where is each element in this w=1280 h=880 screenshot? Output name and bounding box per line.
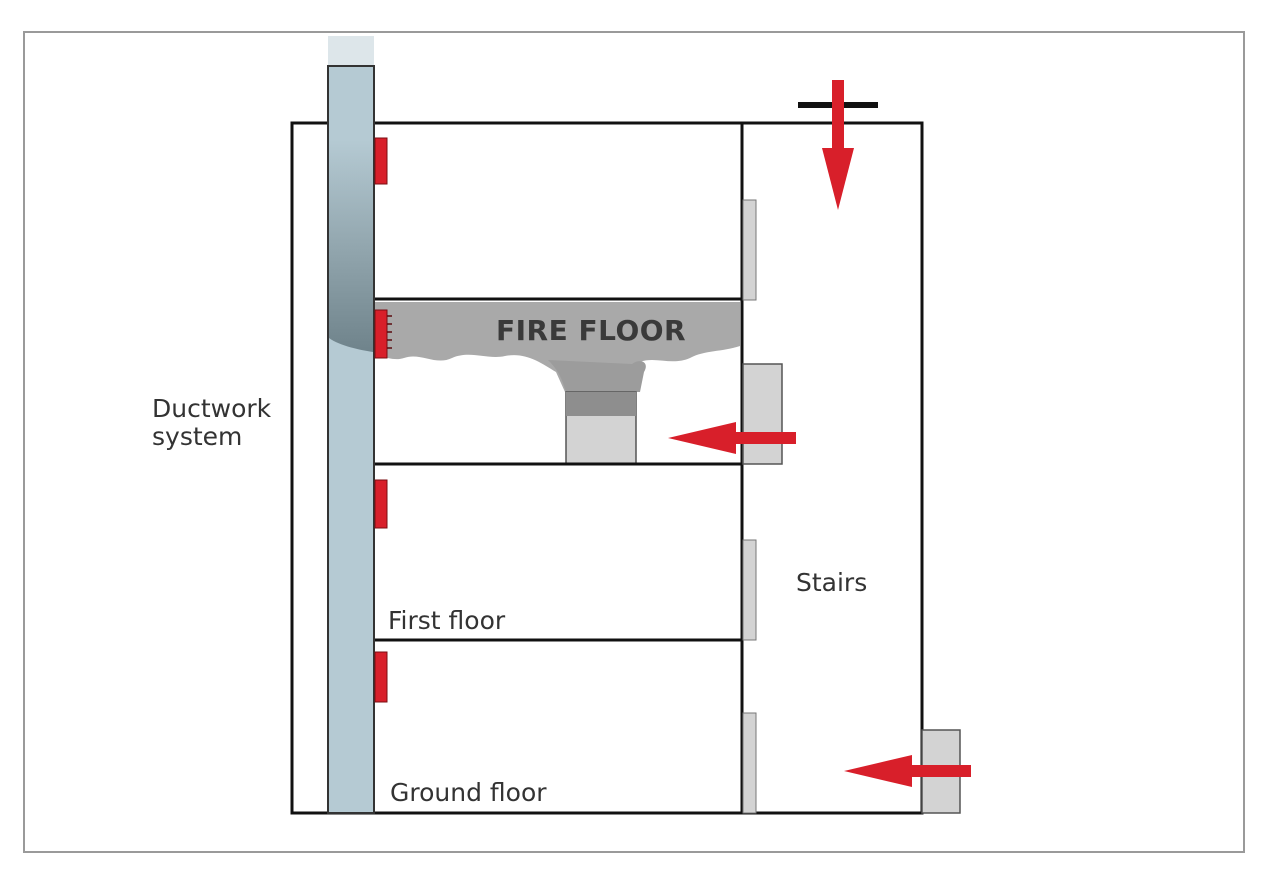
stair-door-top	[742, 199, 757, 301]
stair-door-first	[742, 539, 757, 641]
airflow-arrow-left-exit-icon	[844, 755, 971, 787]
ductwork-label-line1: Ductwork	[152, 394, 272, 423]
ground-floor-label: Ground floor	[390, 778, 547, 807]
damper-first-floor	[374, 479, 388, 529]
ductwork-label-line2: system	[152, 422, 243, 451]
building-outline	[290, 121, 924, 815]
smoke-cloud	[375, 302, 740, 392]
stair-door-ground	[742, 712, 757, 814]
figure-frame	[23, 31, 1245, 853]
airflow-arrow-down-icon	[822, 80, 854, 210]
first-floor-label: First floor	[388, 606, 506, 635]
airflow-arrow-left-fire-floor-icon	[668, 422, 796, 454]
fire-floor-label: FIRE FLOOR	[496, 314, 687, 347]
smoke-source-top	[566, 392, 636, 416]
duct-extension	[328, 36, 374, 66]
damper-top-floor	[374, 137, 388, 185]
stairs-label: Stairs	[796, 568, 868, 597]
damper-fire-floor-open	[374, 309, 388, 359]
damper-open-slats	[387, 315, 392, 349]
duct-smoke-shade	[329, 140, 373, 352]
smoke-plume	[548, 360, 646, 392]
stair-door-fire-floor-open	[742, 363, 783, 465]
damper-ground-floor	[374, 651, 388, 703]
